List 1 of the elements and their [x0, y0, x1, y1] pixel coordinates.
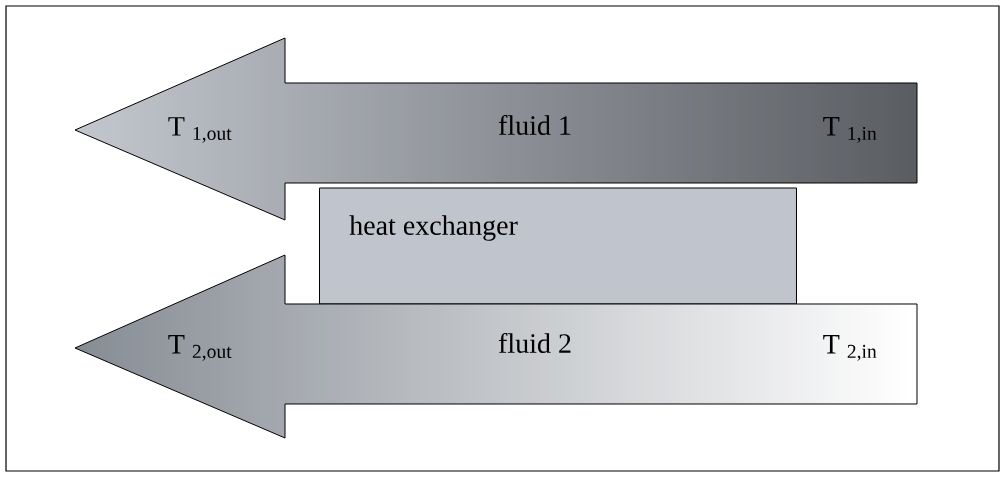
exchanger-box: heat exchanger [319, 187, 797, 305]
